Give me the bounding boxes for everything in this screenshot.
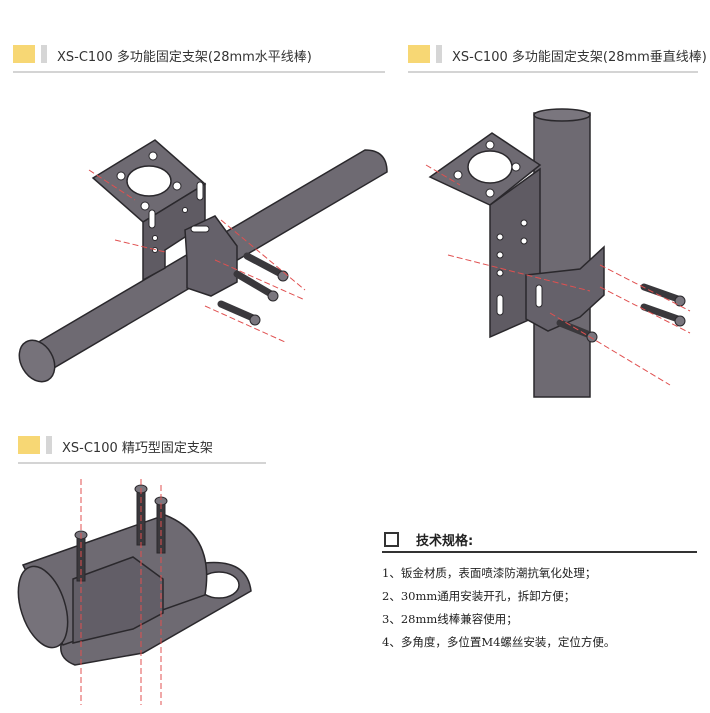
rod [533, 108, 591, 398]
header-divider [436, 45, 442, 63]
section-title: XS-C100 多功能固定支架(28mm垂直线棒) [452, 50, 707, 65]
assembly-guide-lines [425, 164, 691, 386]
section-rule [13, 71, 385, 73]
mounting-plate [91, 139, 207, 223]
tech-specs-rule [382, 551, 697, 553]
assembly-guide-lines [88, 169, 306, 343]
pipe-clamp [525, 245, 605, 332]
screws [556, 283, 686, 343]
section-rule [18, 462, 266, 464]
header-divider [41, 45, 47, 63]
assembly-guide-lines [80, 479, 162, 705]
section-header-compact: XS-C100 精巧型固定支架 [18, 436, 266, 464]
section-title: XS-C100 精巧型固定支架 [62, 441, 213, 456]
compact-bracket-illustration [17, 479, 252, 705]
section-title: XS-C100 多功能固定支架(28mm水平线棒) [57, 50, 312, 65]
vertical-bracket-illustration [425, 108, 691, 398]
header-marker-icon [408, 45, 430, 63]
section-rule [408, 71, 698, 73]
horizontal-bracket-illustration [18, 139, 388, 383]
spec-item: 4、多角度，多位置M4螺丝安装，定位方便。 [382, 635, 616, 649]
side-plate [142, 181, 206, 282]
spec-item: 3、28mm线棒兼容使用； [382, 612, 518, 626]
header-divider [46, 436, 52, 454]
section-header-horizontal: XS-C100 多功能固定支架(28mm水平线棒) [13, 45, 385, 73]
checkbox-square-icon [384, 532, 399, 547]
pipe-clamp [184, 215, 238, 297]
header-marker-icon [18, 436, 40, 454]
tech-specs: 技术规格: 1、钣金材质，表面喷漆防潮抗氧化处理； 2、30mm通用安装开孔，拆… [382, 528, 697, 657]
header-marker-icon [13, 45, 35, 63]
tech-specs-heading: 技术规格: [416, 534, 474, 549]
section-header-vertical: XS-C100 多功能固定支架(28mm垂直线棒) [408, 45, 707, 73]
mounting-plate [428, 132, 542, 206]
tech-specs-header: 技术规格: [382, 528, 697, 550]
spec-item: 1、钣金材质，表面喷漆防潮抗氧化处理； [382, 566, 597, 580]
spec-list: 1、钣金材质，表面喷漆防潮抗氧化处理； 2、30mm通用安装开孔，拆卸方便； 3… [382, 565, 697, 657]
spec-item: 2、30mm通用安装开孔，拆卸方便； [382, 589, 576, 603]
